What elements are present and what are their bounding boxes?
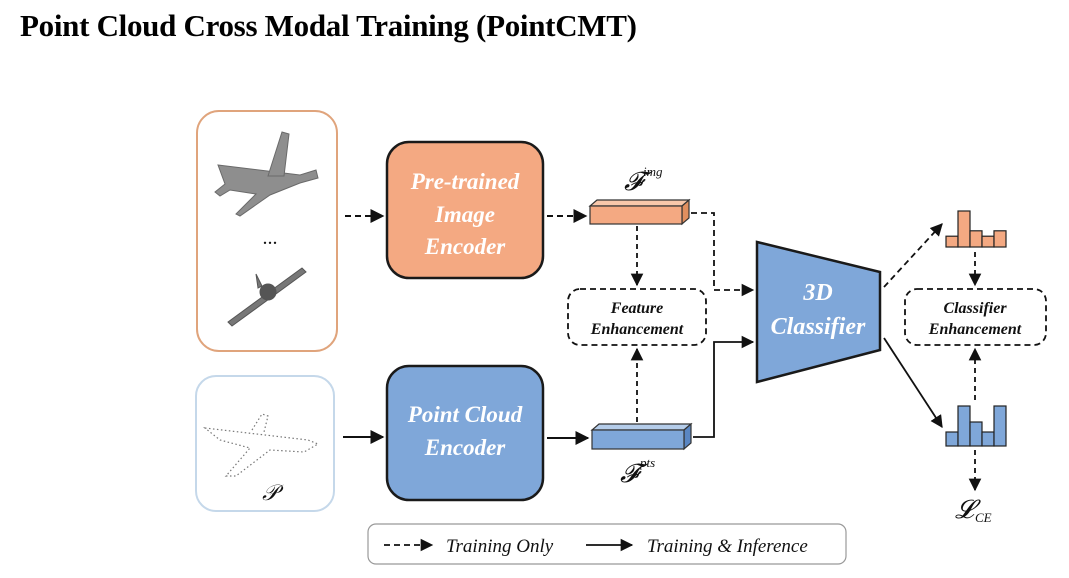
feat-pts-superscript: pts bbox=[639, 455, 655, 470]
image-encoder-label-1: Pre-trained bbox=[410, 169, 520, 194]
page-title: Point Cloud Cross Modal Training (PointC… bbox=[20, 8, 637, 43]
airplane-icon bbox=[214, 131, 319, 217]
feature-enhancement-label-1: Feature bbox=[610, 300, 663, 317]
orange-histogram-bar bbox=[945, 235, 959, 248]
image-input-panel: ... bbox=[196, 110, 338, 352]
blue-histogram-bar bbox=[969, 421, 983, 447]
pointcloud-encoder-block: Point Cloud Encoder bbox=[385, 364, 545, 502]
pc-encoder-label-1: Point Cloud bbox=[407, 402, 523, 427]
legend-solid-label: Training & Inference bbox=[647, 536, 808, 557]
image-feature-label: 𝓕 img bbox=[624, 164, 663, 196]
arrow-imgfeat-to-classifier bbox=[691, 212, 755, 297]
feature-enhancement-label-2: Enhancement bbox=[590, 321, 684, 338]
classifier-enhancement-label-2: Enhancement bbox=[928, 321, 1022, 338]
image-encoder-label-3: Encoder bbox=[424, 234, 507, 259]
image-encoder-label-2: Image bbox=[434, 202, 495, 227]
orange-histogram-bar bbox=[957, 210, 971, 248]
feature-enhancement-block: Feature Enhancement bbox=[567, 288, 707, 346]
pc-encoder-label-2: Encoder bbox=[424, 435, 507, 460]
classifier-enhancement-block: Classifier Enhancement bbox=[904, 288, 1047, 346]
classifier-enhancement-label-1: Classifier bbox=[943, 300, 1007, 317]
pointcloud-airplane-icon bbox=[202, 413, 320, 477]
blue-histogram-bar bbox=[993, 405, 1007, 447]
blue-histogram-bar bbox=[945, 431, 959, 447]
orange-histogram-bar bbox=[993, 230, 1007, 248]
legend: Training Only Training & Inference bbox=[367, 523, 847, 565]
arrow-ptsfeat-to-classifier bbox=[693, 335, 755, 438]
loss-subscript: CE bbox=[975, 510, 992, 525]
feat-img-superscript: img bbox=[643, 164, 663, 179]
image-encoder-block: Pre-trained Image Encoder bbox=[385, 140, 545, 280]
pointcloud-input-panel: 𝒫 bbox=[195, 375, 335, 512]
legend-dashed-label: Training Only bbox=[446, 536, 554, 557]
airplane-front-icon bbox=[227, 267, 307, 327]
arrow-classifier-to-orange-hist bbox=[883, 223, 943, 288]
classifier-block: 3D Classifier bbox=[755, 240, 882, 384]
image-feature-bar bbox=[588, 198, 691, 226]
blue-histogram bbox=[945, 405, 1007, 447]
classifier-label-2: Classifier bbox=[771, 314, 866, 340]
pointcloud-feature-label: 𝓕 pts bbox=[620, 455, 655, 488]
image-ellipsis: ... bbox=[263, 227, 278, 249]
classifier-label-1: 3D bbox=[802, 280, 832, 306]
orange-histogram bbox=[945, 210, 1007, 248]
arrow-classifier-to-blue-hist bbox=[883, 337, 943, 429]
loss-label: 𝓛 CE bbox=[955, 495, 992, 525]
orange-histogram-bar bbox=[969, 230, 983, 248]
orange-histogram-bar bbox=[981, 235, 995, 248]
blue-histogram-bar bbox=[957, 405, 971, 447]
blue-histogram-bar bbox=[981, 431, 995, 447]
pointcloud-feature-bar bbox=[590, 422, 693, 451]
